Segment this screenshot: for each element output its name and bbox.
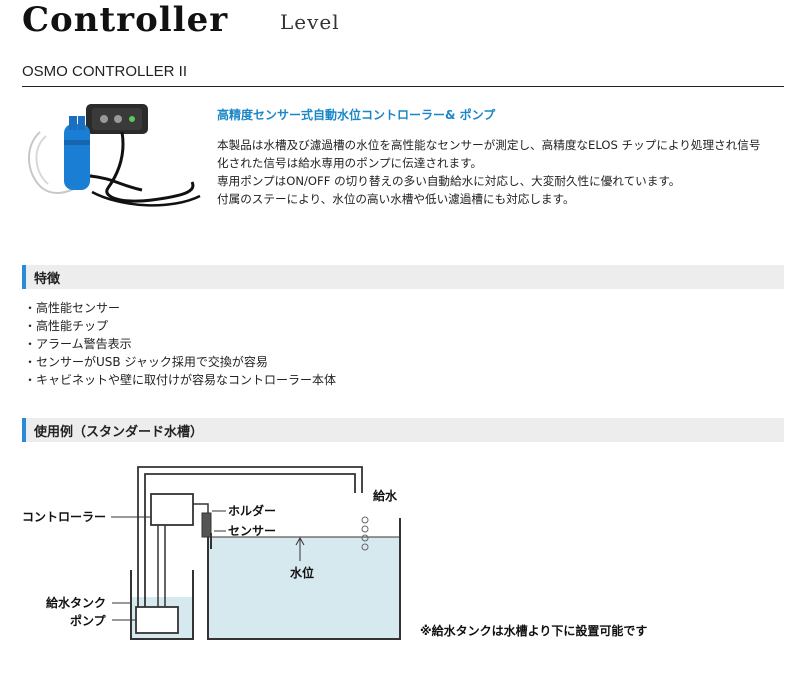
supply-pipe [137, 466, 363, 607]
installation-note: ※給水タンクは水槽より下に設置可能です [420, 623, 647, 638]
description-line: 本製品は水槽及び濾過槽の水位を高性能なセンサーが測定し、高精度なELOS チップ… [217, 138, 761, 152]
feature-item: 高性能センサー [24, 299, 336, 317]
water-bubble [361, 534, 369, 542]
pump-label: ポンプ [70, 613, 107, 628]
description-line: 専用ポンプはON/OFF の切り替えの多い自動給水に対応し、大変耐久性に優れてい… [217, 174, 681, 188]
usage-section-title: 使用例（スタンダード水槽） [34, 425, 204, 440]
page-subtitle: Level [280, 10, 340, 34]
feature-item: 高性能チップ [24, 317, 336, 335]
supply-tank-label: 給水タンク [46, 595, 106, 610]
product-name: OSMO CONTROLLER II [22, 63, 188, 80]
aquarium-water [208, 537, 400, 639]
water-level-label: 水位 [290, 565, 314, 580]
description-line: 化された信号は給水専用のポンプに伝達されます。 [217, 156, 483, 170]
controller-box [150, 493, 194, 526]
feature-item: キャビネットや壁に取付けが容易なコントローラー本体 [24, 371, 336, 389]
product-description: 本製品は水槽及び濾過槽の水位を高性能なセンサーが測定し、高精度なELOS チップ… [217, 136, 787, 208]
holder-label: ホルダー [228, 503, 276, 518]
controller-cable [193, 503, 209, 513]
water-supply-label: 給水 [373, 488, 398, 503]
aquarium-tank [207, 518, 401, 640]
features-list: 高性能センサー 高性能チップ アラーム警告表示 センサーがUSB ジャック採用で… [24, 299, 336, 389]
pump-controller-photo-icon [27, 104, 201, 207]
water-level-arrowhead [295, 536, 305, 546]
features-section-title: 特徴 [34, 272, 61, 287]
supply-tank [130, 570, 194, 640]
pump-box [135, 606, 179, 634]
holder [201, 512, 212, 538]
water-bubble [361, 516, 369, 524]
features-section-header: 特徴 [22, 265, 784, 289]
feature-item: センサーがUSB ジャック採用で交換が容易 [24, 353, 336, 371]
feature-item: アラーム警告表示 [24, 335, 336, 353]
sensor-label: センサー [228, 524, 276, 538]
controller-label: コントローラー [22, 510, 106, 524]
page-title: Controller [22, 0, 229, 40]
product-divider [22, 86, 784, 87]
water-bubble [361, 543, 369, 551]
water-bubble [361, 525, 369, 533]
supply-pipe-inner [144, 473, 356, 607]
usage-section-header: 使用例（スタンダード水槽） [22, 418, 784, 442]
usage-diagram: コントローラー ホルダー センサー 給水 水位 給水タンク ポンプ ※給水タンク… [22, 466, 647, 640]
description-heading: 高精度センサー式自動水位コントローラー& ポンプ [217, 108, 496, 122]
description-line: 付属のステーにより、水位の高い水槽や低い濾過槽にも対応します。 [217, 192, 575, 206]
